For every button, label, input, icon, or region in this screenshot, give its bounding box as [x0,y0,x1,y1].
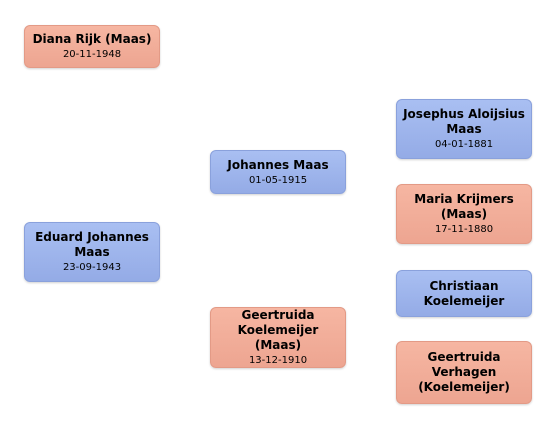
person-birth-date: 13-12-1910 [248,355,308,366]
person-birth-date: 04-01-1881 [434,139,494,150]
person-birth-date: 20-11-1948 [62,49,122,60]
person-card-josephus-aloijsius-maas[interactable]: Josephus Aloijsius Maas 04-01-1881 [396,99,532,159]
person-card-christiaan-koelemeijer[interactable]: Christiaan Koelemeijer [396,270,532,317]
person-name: Maria Krijmers (Maas) [414,192,514,221]
person-card-eduard-johannes-maas[interactable]: Eduard Johannes Maas 23-09-1943 [24,222,160,282]
person-name: Diana Rijk (Maas) [32,32,152,46]
person-card-johannes-maas[interactable]: Johannes Maas 01-05-1915 [210,150,346,194]
person-name: Josephus Aloijsius Maas [403,107,525,136]
person-birth-date: 17-11-1880 [434,224,494,235]
person-name: Geertruida Koelemeijer (Maas) [237,308,319,352]
person-birth-date: 23-09-1943 [62,262,122,273]
person-card-diana-rijk[interactable]: Diana Rijk (Maas) 20-11-1948 [24,25,160,68]
person-card-geertruida-koelemeijer[interactable]: Geertruida Koelemeijer (Maas) 13-12-1910 [210,307,346,368]
person-card-maria-krijmers[interactable]: Maria Krijmers (Maas) 17-11-1880 [396,184,532,244]
person-birth-date: 01-05-1915 [248,174,308,186]
person-name: Christiaan Koelemeijer [423,278,505,308]
person-name: Eduard Johannes Maas [35,230,149,259]
person-card-geertruida-verhagen[interactable]: Geertruida Verhagen (Koelemeijer) [396,341,532,404]
person-name: Geertruida Verhagen (Koelemeijer) [418,350,510,394]
person-name: Johannes Maas [227,157,329,172]
